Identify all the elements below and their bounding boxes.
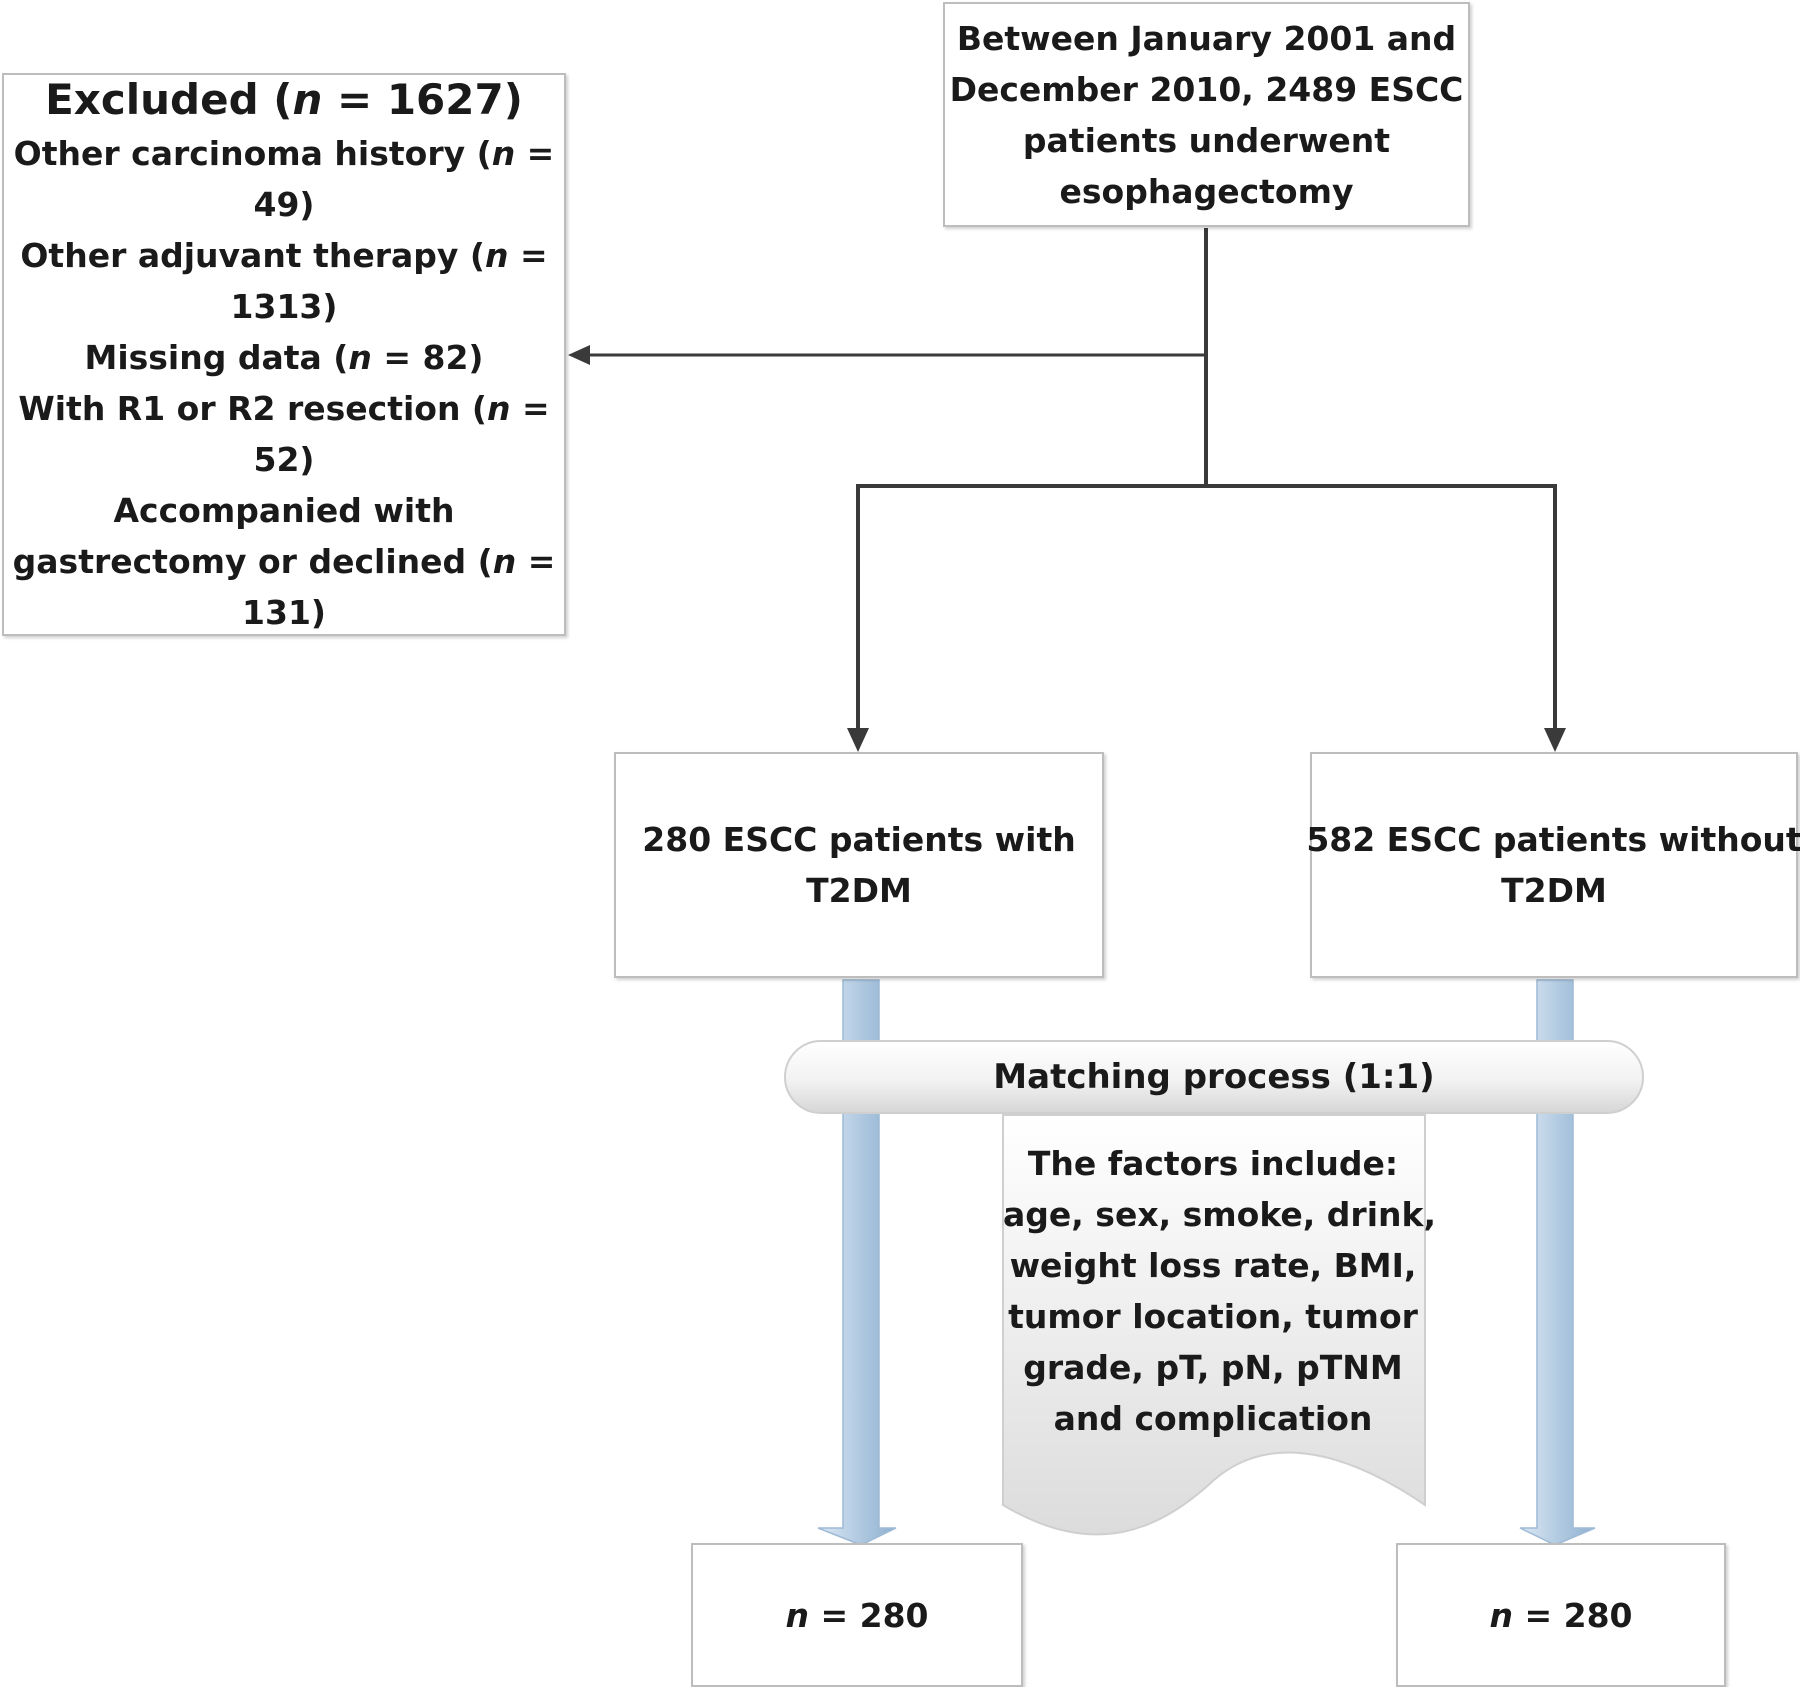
group-t2dm-line-1: 280 ESCC patients with bbox=[642, 820, 1076, 859]
factors-line-6: and complication bbox=[1053, 1399, 1373, 1438]
group-no-t2dm-line-2: T2DM bbox=[1501, 871, 1607, 910]
excluded-item-5-count: 131) bbox=[242, 592, 326, 632]
arrowhead-left-group bbox=[847, 728, 869, 752]
factors-line-5: grade, pT, pN, pTNM bbox=[1023, 1348, 1403, 1387]
group-t2dm-box: 280 ESCC patients with T2DM bbox=[614, 752, 1104, 978]
start-line-2: December 2010, 2489 ESCC bbox=[949, 69, 1464, 109]
group-no-t2dm-line-1: 582 ESCC patients without bbox=[1306, 820, 1800, 859]
excluded-item-5: gastrectomy or declined (n = bbox=[12, 541, 556, 581]
excluded-item-1-count: 49) bbox=[253, 184, 315, 224]
factors-text: The factors include: age, sex, smoke, dr… bbox=[1003, 1138, 1436, 1444]
excluded-item-4: With R1 or R2 resection (n = bbox=[18, 388, 550, 428]
group-t2dm-line-2: T2DM bbox=[806, 871, 912, 910]
factors-line-3: weight loss rate, BMI, bbox=[1009, 1246, 1417, 1285]
factors-line-1: The factors include: bbox=[1027, 1144, 1399, 1183]
factors-document-shape bbox=[1002, 1114, 1426, 1536]
excluded-box: Excluded (n = 1627) Other carcinoma hist… bbox=[2, 73, 566, 636]
factors-line-4: tumor location, tumor bbox=[1008, 1297, 1418, 1336]
excluded-item-2: Other adjuvant therapy (n = bbox=[20, 235, 548, 275]
start-line-4: esophagectomy bbox=[1059, 171, 1354, 211]
excluded-item-4-count: 52) bbox=[253, 439, 315, 479]
result-right-box: n = 280 bbox=[1396, 1543, 1726, 1687]
matching-label: Matching process (1:1) bbox=[993, 1057, 1435, 1097]
factors-line-2: age, sex, smoke, drink, bbox=[1003, 1195, 1436, 1234]
excluded-item-2-count: 1313) bbox=[230, 286, 338, 326]
excluded-item-1: Other carcinoma history (n = bbox=[13, 133, 555, 173]
group-no-t2dm-box: 582 ESCC patients without T2DM bbox=[1306, 752, 1800, 978]
excluded-item-3: Missing data (n = 82) bbox=[84, 337, 484, 377]
excluded-item-5-head: Accompanied with bbox=[113, 490, 455, 530]
matching-pill bbox=[784, 1040, 1644, 1114]
start-box: Between January 2001 and December 2010, … bbox=[943, 2, 1470, 227]
result-right-text: n = 280 bbox=[1489, 1595, 1633, 1635]
excluded-title: Excluded (n = 1627) bbox=[45, 74, 523, 124]
start-line-3: patients underwent bbox=[1022, 120, 1391, 160]
result-left-text: n = 280 bbox=[785, 1595, 929, 1635]
result-left-box: n = 280 bbox=[691, 1543, 1023, 1687]
split-line bbox=[856, 484, 1557, 741]
start-line-1: Between January 2001 and bbox=[956, 18, 1457, 58]
exclusion-arrowhead bbox=[568, 345, 590, 365]
arrowhead-right-group bbox=[1544, 728, 1566, 752]
